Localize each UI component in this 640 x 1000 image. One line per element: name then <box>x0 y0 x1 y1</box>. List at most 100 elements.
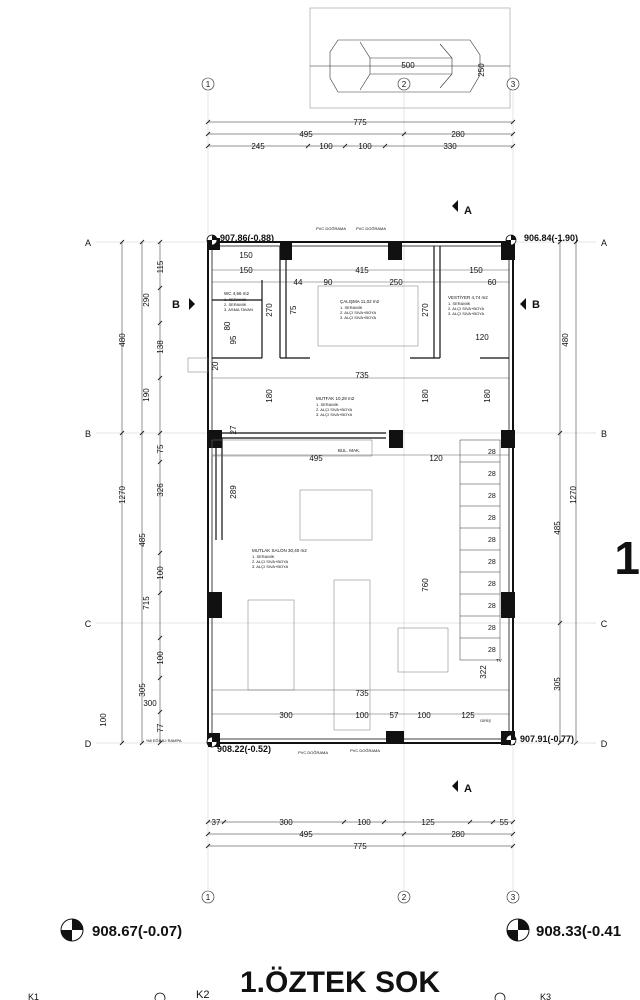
street-level-icon <box>60 918 530 942</box>
interior-dim: 250 <box>389 278 403 287</box>
right-total-dim: 480 <box>561 333 570 347</box>
left-total-dim: 480 <box>118 333 127 347</box>
bottom-total-dim: 775 <box>353 842 367 851</box>
bottom-chain-dim: 100 <box>357 818 371 827</box>
corner-marker-icon <box>494 992 506 1000</box>
interior-dim: 125 <box>461 711 475 720</box>
interior-dim: 80 <box>223 321 232 330</box>
stair-step: 28 <box>488 559 496 566</box>
interior-dim: 100 <box>355 711 369 720</box>
grid-d-right: D <box>601 739 608 749</box>
bottom-chain-dim: 55 <box>500 818 509 827</box>
room-vestiyer-line: 3. ALÇI SIVA+BOYA <box>448 311 485 316</box>
stair-step: 28 <box>488 647 496 654</box>
interior-dim: 270 <box>421 303 430 317</box>
room-wc-line: 2. SERAMİK <box>224 302 247 307</box>
room-wc-line: 1. SERAMİK <box>224 297 247 302</box>
car-icon <box>329 39 481 93</box>
left-chain-dim: 190 <box>142 388 151 402</box>
bottom-dimension-ticks <box>205 819 516 849</box>
left-chain-dim: 290 <box>142 293 151 307</box>
stair-step: 28 <box>488 515 496 522</box>
room-mutfak-title: MUTFAK 10,29 m2 <box>316 396 355 401</box>
section-a-top: A <box>464 205 472 217</box>
top-dimension-ticks <box>205 119 516 149</box>
interior-dim: 289 <box>229 485 238 499</box>
street-level-right: 908.33(-0.41 <box>536 923 621 940</box>
pvc-label: PVC DOĞRAMA <box>316 226 346 231</box>
interior-dim: 150 <box>239 251 253 260</box>
stair-step: 28 <box>488 471 496 478</box>
bottom-chain-dim: 300 <box>279 818 293 827</box>
level-sw: 908.22(-0.52) <box>217 744 271 754</box>
interior-dim: 735 <box>355 371 369 380</box>
interior-walls <box>212 246 509 540</box>
room-calisma-line: 3. ALÇI SIVA+BOYA <box>340 315 377 320</box>
corner-label: K2 <box>196 989 209 1000</box>
car-width-dim: 500 <box>401 61 415 70</box>
right-dimension-lines <box>559 242 577 743</box>
room-salon-line: 2. ALÇI SIVA+BOYA <box>252 559 289 564</box>
interior-dim: 10 <box>282 241 291 250</box>
top-chain-dim: 245 <box>251 142 265 151</box>
level-se: 907.91(-0.77) <box>520 734 574 744</box>
pvc-label: PVC DOĞRAMA <box>298 750 328 755</box>
corner-label: K1 <box>28 992 39 1000</box>
interior-dim: 180 <box>483 389 492 403</box>
right-total-dim: 305 <box>553 677 562 691</box>
corner-label: K3 <box>540 992 551 1000</box>
left-chain-dim: 305 <box>138 683 147 697</box>
left-chain-dim: 138 <box>156 340 165 354</box>
grid-1-bottom: 1 <box>206 893 211 902</box>
interior-dim: 760 <box>421 578 430 592</box>
room-wc-title: WC 4,66 m2 <box>224 291 250 296</box>
section-a-bottom: A <box>464 783 472 795</box>
interior-dim: 415 <box>355 266 369 275</box>
furniture <box>187 285 449 731</box>
interior-dim: 27 <box>229 425 238 434</box>
grid-d-left: D <box>85 739 92 749</box>
bottom-chain-dim: 37 <box>212 818 221 827</box>
interior-dim: 150 <box>469 266 483 275</box>
room-mutfak-line: 1. SERAMİK <box>316 402 339 407</box>
room-calisma-line: 2. ALÇI SIVA+BOYA <box>340 310 377 315</box>
staircase <box>459 439 501 661</box>
interior-dim: 300 <box>279 711 293 720</box>
grid-2-bottom: 2 <box>402 893 407 902</box>
grid-bubbles-top <box>201 77 520 91</box>
level-nw: 907.86(-0.88) <box>220 233 274 243</box>
stair-step: 28 <box>488 581 496 588</box>
left-chain-dim: 115 <box>156 260 165 273</box>
grid-b-right: B <box>601 429 607 439</box>
stair-step: 28 <box>488 625 496 632</box>
stair-step: 28 <box>488 493 496 500</box>
grid-1-top: 1 <box>206 80 211 89</box>
bottom-chain-dim: 125 <box>421 818 435 827</box>
bottom-sub-right-dim: 280 <box>451 830 465 839</box>
room-vestiyer-line: 1. SERAMİK <box>448 301 471 306</box>
right-total-dim: 485 <box>553 521 562 535</box>
room-mutfak-line: 3. ALÇI SIVA+BOYA <box>316 412 353 417</box>
top-dimension-lines <box>208 65 513 147</box>
left-chain-dim: 100 <box>156 651 165 665</box>
interior-dim: 75 <box>289 305 298 314</box>
giris-label: GİRİŞ <box>480 718 491 723</box>
axis-lines <box>96 92 596 890</box>
stair-step: 28 <box>488 449 496 456</box>
room-salon-line: 1. SERAMİK <box>252 554 275 559</box>
grid-2-top: 2 <box>402 80 407 89</box>
left-chain-dim: 100 <box>156 566 165 580</box>
left-dimension-lines <box>121 242 161 743</box>
grid-c-right: C <box>601 619 608 629</box>
interior-dim: 100 <box>417 711 431 720</box>
interior-dim: 180 <box>421 389 430 403</box>
room-salon-title: MUTLAK SALON 30,40 m2 <box>252 548 307 553</box>
pvc-label: PVC DOĞRAMA <box>356 226 386 231</box>
left-total-dim: 485 <box>138 533 147 547</box>
edge-number: 1 <box>614 532 640 584</box>
bottom-sub-left-dim: 495 <box>299 830 313 839</box>
grid-bubbles-bottom <box>201 890 520 904</box>
ramp-dim: 100 <box>99 713 108 727</box>
room-calisma-title: ÇALIŞMA 11,02 m2 <box>340 299 380 304</box>
top-chain-dim: 100 <box>319 142 333 151</box>
